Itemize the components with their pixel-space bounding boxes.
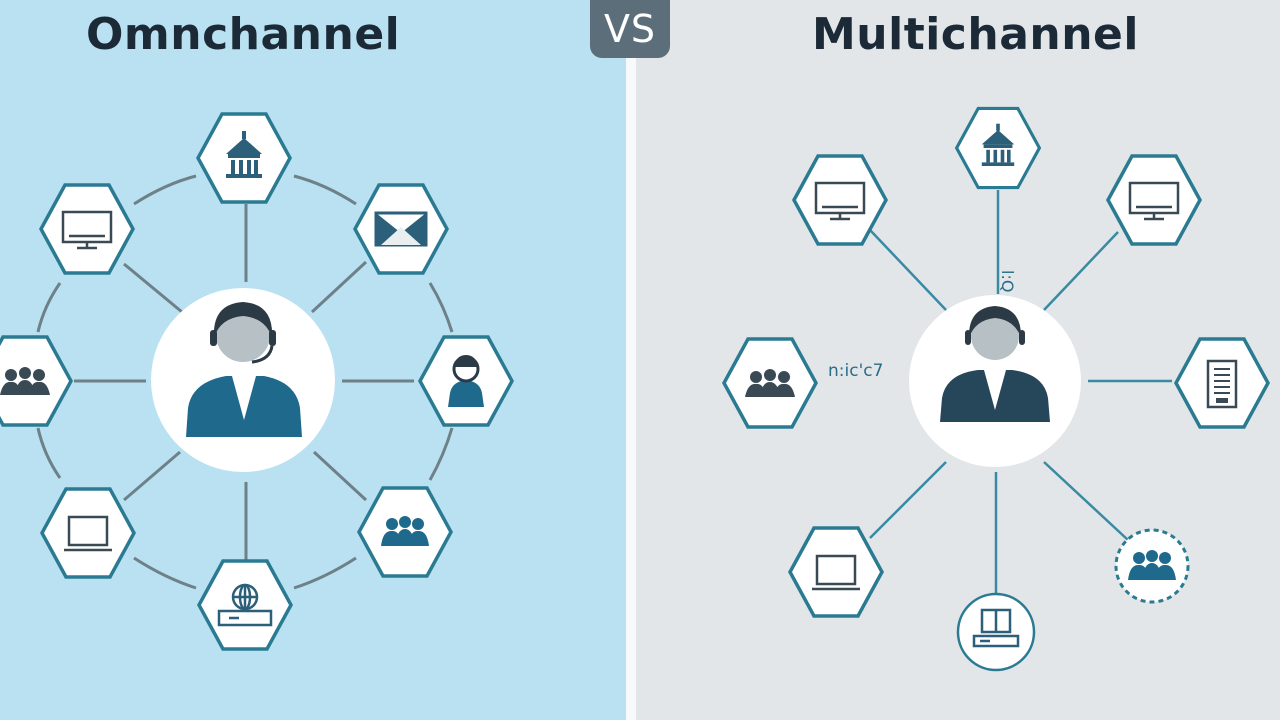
- bank-icon: [981, 123, 1015, 166]
- agent-icon: [940, 306, 1050, 422]
- omni-node-monitor: [39, 183, 135, 275]
- multi-node-monitor-right: [1106, 154, 1202, 246]
- laptop-icon: [812, 554, 860, 591]
- multi-node-monitor-left: [792, 154, 888, 246]
- stray-label-left: n:ic'c7: [828, 361, 883, 381]
- vs-badge: VS: [590, 0, 670, 58]
- team-icon: [1128, 550, 1176, 580]
- monitor-icon: [1128, 181, 1180, 221]
- multi-node-document: [1174, 337, 1270, 429]
- document-icon: [1206, 359, 1238, 409]
- omni-node-agent: [418, 335, 514, 427]
- multi-node-group: [722, 337, 818, 429]
- web-icon: [217, 583, 273, 627]
- multichannel-agent-node: [909, 295, 1081, 467]
- omni-node-email: [353, 183, 449, 275]
- bank-icon: [226, 131, 262, 178]
- panel-divider: [626, 0, 636, 720]
- multi-node-web: [956, 592, 1036, 672]
- web-icon: [972, 608, 1020, 648]
- multi-node-team: [1114, 528, 1190, 604]
- monitor-icon: [814, 181, 866, 221]
- stray-label-upper: l:Q: [998, 270, 1017, 292]
- omni-node-bank: [196, 112, 292, 204]
- omnichannel-ring: [36, 174, 454, 590]
- team-icon: [381, 516, 429, 546]
- omni-node-web: [197, 559, 293, 651]
- group-icon: [0, 367, 50, 395]
- omnichannel-spokes: [74, 204, 414, 562]
- multichannel-spokes: [869, 190, 1172, 594]
- omnichannel-title: Omnchannel: [86, 9, 401, 60]
- multi-node-laptop: [788, 526, 884, 618]
- omni-node-group: [0, 335, 73, 427]
- email-icon: [374, 211, 428, 247]
- omnichannel-agent-node: [151, 288, 335, 472]
- omni-node-laptop: [40, 487, 136, 579]
- agent-icon: [186, 302, 302, 437]
- multichannel-title: Multichannel: [812, 9, 1139, 60]
- multi-node-bank: [955, 106, 1041, 190]
- group-icon: [745, 369, 795, 397]
- monitor-icon: [61, 210, 113, 250]
- omni-node-team: [357, 486, 453, 578]
- laptop-icon: [64, 515, 112, 552]
- agent-icon: [448, 355, 484, 407]
